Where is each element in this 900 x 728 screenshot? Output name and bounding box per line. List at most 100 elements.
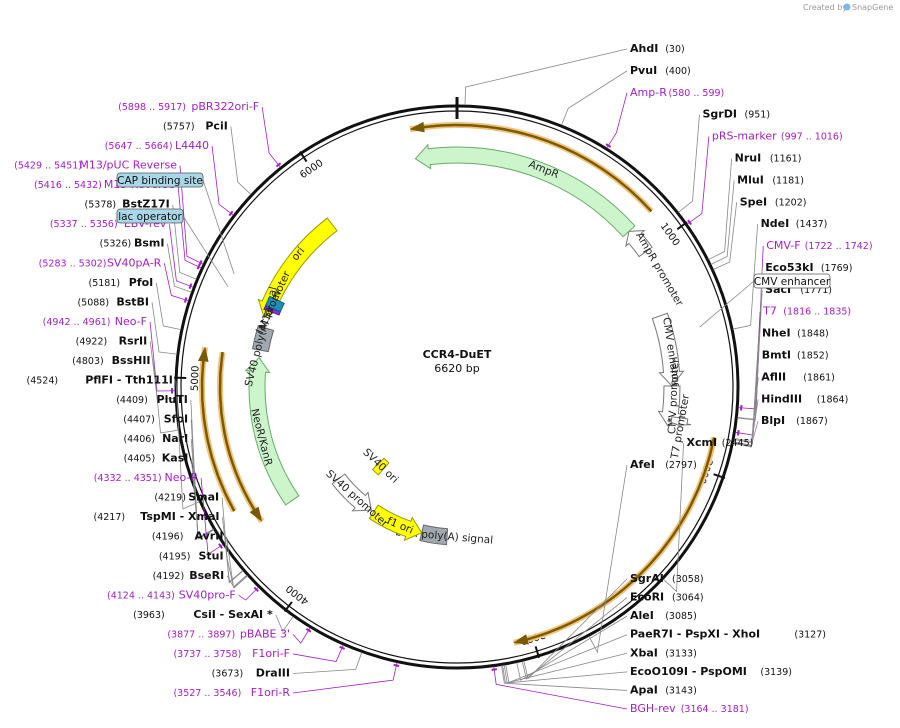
site-label[interactable]: KasI(4405)	[124, 452, 189, 465]
feature-cmv-enhancer[interactable]	[651, 312, 685, 387]
primer-mark	[393, 663, 400, 668]
site-position: (5326)	[100, 239, 132, 250]
site-leader	[523, 578, 628, 680]
feature-callout[interactable]: lac operator	[116, 208, 184, 224]
site-label[interactable]: PluTI(4409)	[116, 393, 188, 406]
primer-label[interactable]: pBR322ori-F(5898 .. 5917)	[118, 100, 259, 113]
site-label[interactable]: PvuI(400)	[630, 64, 691, 77]
site-label[interactable]: SfoI(4407)	[123, 413, 188, 426]
site-label[interactable]: PciI(5757)	[163, 120, 228, 133]
feature-label: CMV promoter	[666, 358, 681, 435]
site-label[interactable]: EcoRI(3064)	[630, 591, 704, 604]
primer-label[interactable]: M13/pUC Reverse(5429 .. 5451)	[14, 159, 177, 172]
site-label[interactable]: RsrII(4922)	[76, 334, 148, 347]
label-layer: AhdI(30) PvuI(400) Amp-R(580 .. 599) SgrDI(…	[14, 42, 872, 715]
site-name: DraIII	[256, 666, 290, 679]
site-label[interactable]: BmtI(1852)	[762, 349, 829, 362]
primer-label[interactable]: Amp-R(580 .. 599)	[630, 86, 724, 99]
credit-text: Created by	[803, 3, 847, 12]
site-label[interactable]: PfoI(5181)	[88, 276, 153, 289]
feature-callout[interactable]: CMV enhancer	[753, 273, 831, 289]
site-label[interactable]: NruI(1161)	[735, 151, 802, 164]
site-position: (5088)	[77, 297, 109, 308]
site-label[interactable]: CsiI - SexAI *(3963)	[133, 608, 273, 621]
feature-f1-ori[interactable]	[368, 504, 423, 542]
site-label[interactable]: XcmI (2445)	[687, 436, 754, 449]
site-label[interactable]: AhdI(30)	[630, 42, 685, 55]
primer-leader	[238, 586, 259, 601]
site-label[interactable]: AfeI(2797)	[630, 458, 697, 471]
site-label[interactable]: BstBI(5088)	[77, 295, 149, 308]
site-label[interactable]: AvrII(4196)	[152, 530, 224, 543]
feature-t7-promoter[interactable]	[667, 416, 692, 426]
feature-label: SV40 promoter	[323, 468, 391, 530]
primer-name: T7	[762, 305, 777, 318]
primer-label[interactable]: T7(1816 .. 1835)	[762, 305, 851, 318]
primer-label[interactable]: Neo-F(4942 .. 4961)	[43, 315, 147, 328]
site-label[interactable]: SgrAI(3058)	[630, 572, 704, 585]
site-label[interactable]: Eco53kI(1769)	[765, 261, 852, 274]
site-label[interactable]: NheI(1848)	[762, 327, 829, 340]
site-label[interactable]: DraIII(3673)	[212, 666, 290, 679]
site-name: NruI	[735, 151, 762, 164]
site-label[interactable]: BssHII(4803)	[72, 354, 150, 367]
feature-neor-kanr[interactable]	[244, 356, 300, 506]
orf-arrow	[513, 437, 716, 645]
site-name: NarI	[162, 432, 188, 445]
primer-label[interactable]: L4440(5647 .. 5664)	[105, 139, 209, 152]
site-name: XcmI	[687, 436, 718, 449]
primer-label[interactable]: F1ori-R(3527 .. 3546)	[173, 686, 290, 699]
primer-label[interactable]: SV40pro-F(4124 .. 4143)	[107, 588, 236, 601]
primer-mark	[491, 668, 498, 671]
feature-callout[interactable]: CAP binding site	[116, 172, 204, 188]
site-label[interactable]: BlpI(1867)	[761, 414, 828, 427]
site-label[interactable]: ApaI(3143)	[630, 683, 697, 696]
site-label[interactable]: SgrDI(951)	[702, 108, 770, 121]
primer-label[interactable]: pRS-marker(997 .. 1016)	[712, 130, 843, 143]
primer-label[interactable]: BGH-rev(3164 .. 3181)	[630, 702, 749, 715]
site-label[interactable]: StuI(4195)	[159, 549, 224, 562]
feature-sv40-promoter[interactable]	[331, 473, 372, 512]
primer-leader	[606, 92, 628, 149]
primer-label[interactable]: F1ori-F(3737 .. 3758)	[173, 647, 290, 660]
site-label[interactable]: TspMI - XmaI(4217)	[93, 510, 219, 523]
site-label[interactable]: MluI(1181)	[737, 173, 804, 186]
feature-lac-promoter[interactable]	[265, 295, 285, 313]
feature-ampr[interactable]	[414, 143, 636, 238]
site-label[interactable]: AflII(1861)	[761, 370, 835, 383]
site-label[interactable]: NdeI(1437)	[761, 217, 828, 230]
site-label[interactable]: SmaI(4219)	[154, 491, 219, 504]
primer-label[interactable]: Neo-R(4332 .. 4351)	[94, 471, 199, 484]
site-label[interactable]: PflFI - Tth111I(4524)	[27, 373, 173, 386]
primer-range: (4124 .. 4143)	[107, 590, 175, 601]
primer-label[interactable]: pBABE 3'(3877 .. 3897)	[167, 627, 290, 640]
site-label[interactable]: HindIII(1864)	[761, 392, 848, 405]
site-label[interactable]: AleI(3085)	[630, 609, 697, 622]
site-position: (5181)	[88, 278, 120, 289]
feature-bgh-poly-a-signal[interactable]	[419, 524, 449, 546]
site-label[interactable]: PaeR7I - PspXI - XhoI(3127)	[630, 628, 826, 641]
site-leader	[521, 597, 628, 680]
primer-leader	[200, 478, 224, 556]
feature-cmv-promoter[interactable]	[657, 385, 684, 428]
primer-range: (3737 .. 3758)	[173, 649, 241, 660]
feature-sv40-poly-a-signal[interactable]	[251, 325, 275, 353]
site-label[interactable]: XbaI(3133)	[630, 646, 697, 659]
primer-name: pRS-marker	[712, 130, 777, 143]
feature-sv40-ori[interactable]	[371, 457, 390, 476]
site-leader	[230, 126, 252, 195]
site-label[interactable]: NarI(4406)	[123, 432, 188, 445]
feature-ampr-promoter[interactable]	[625, 230, 653, 258]
site-leader	[710, 180, 735, 265]
site-position: (2445)	[722, 438, 754, 449]
site-label[interactable]: EcoO109I - PspOMI(3139)	[630, 665, 792, 678]
site-label[interactable]: BstZ17I(5378)	[85, 198, 170, 211]
site-label[interactable]: SpeI(1202)	[740, 195, 807, 208]
site-label[interactable]: BsmI(5326)	[100, 237, 165, 250]
primer-label[interactable]: SV40pA-R(5283 .. 5302)	[39, 256, 162, 269]
primer-label[interactable]: CMV-F(1722 .. 1742)	[766, 239, 872, 252]
site-position: (1848)	[797, 329, 829, 340]
orf-arrow	[409, 121, 653, 213]
site-label[interactable]: BseRI(4192)	[153, 569, 225, 582]
